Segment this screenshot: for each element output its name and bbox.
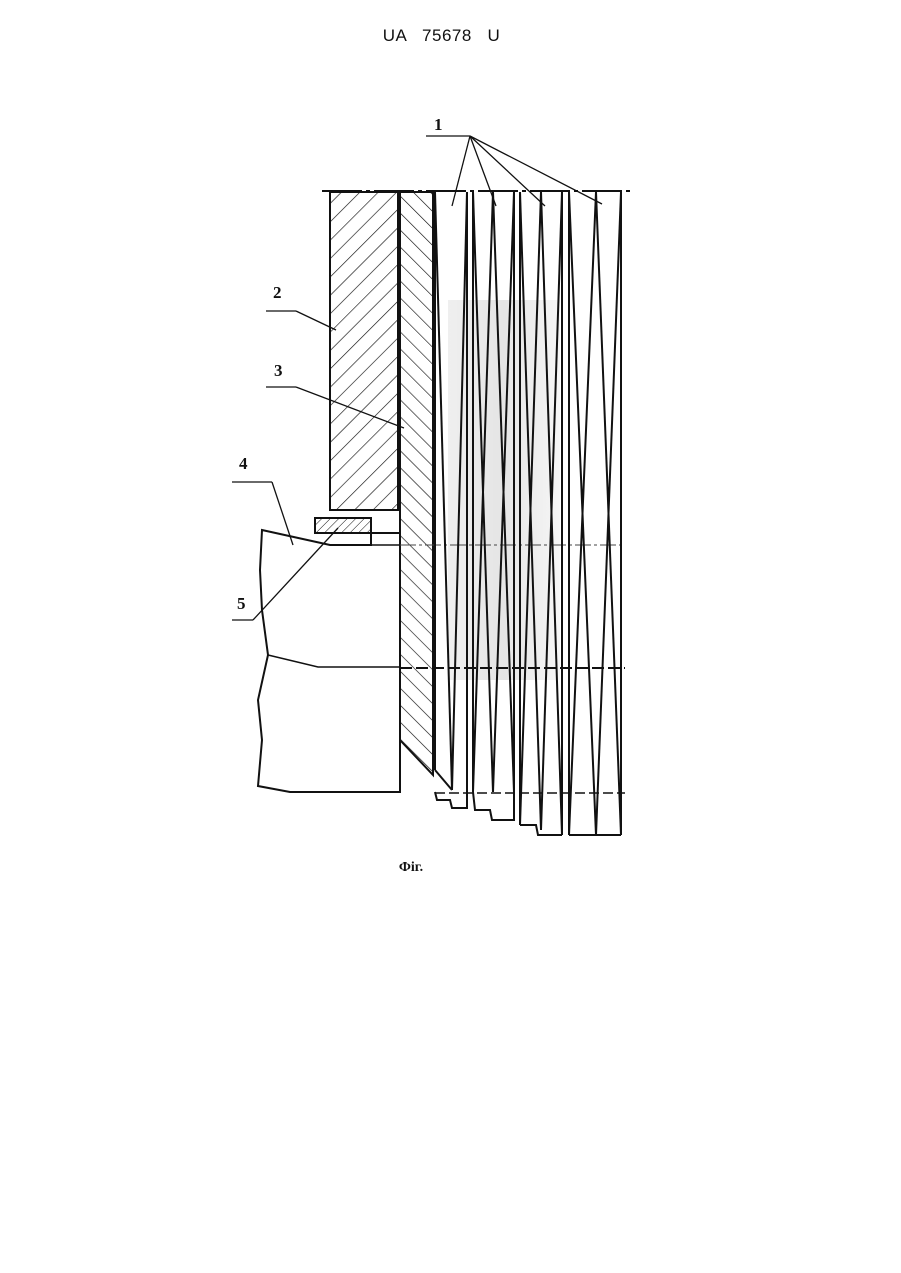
component-5 <box>315 518 371 533</box>
label-4: 4 <box>239 454 248 473</box>
label-1: 1 <box>434 115 443 134</box>
component-2 <box>330 192 398 510</box>
label-2: 2 <box>273 283 282 302</box>
label-3: 3 <box>274 361 283 380</box>
component-4 <box>258 530 400 792</box>
component-3 <box>400 192 433 775</box>
blade-4 <box>569 192 621 835</box>
label-5: 5 <box>237 594 246 613</box>
figure-caption: Фіг. <box>386 860 436 876</box>
